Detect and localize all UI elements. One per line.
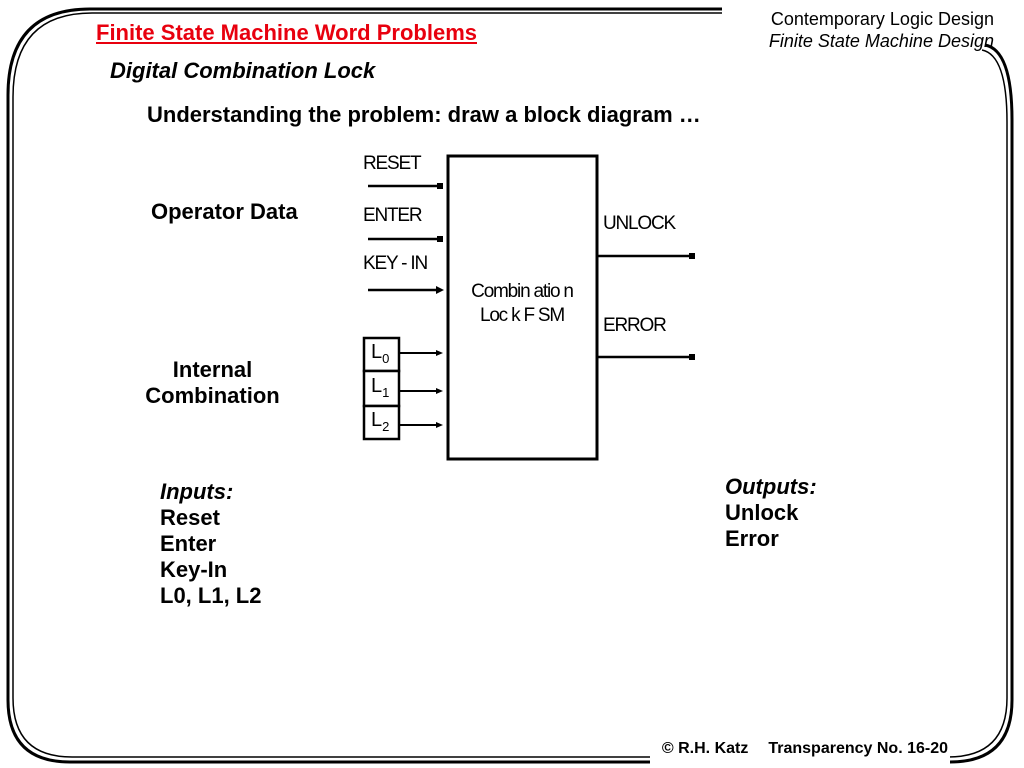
inputs-title: Inputs: (160, 479, 234, 504)
signal-unlock: UNLOCK (603, 213, 676, 234)
list-item: Key-In (160, 557, 228, 582)
operator-data-label: Operator Data (151, 199, 298, 224)
internal-label-line1: Internal (172, 357, 253, 382)
enter-arrow (368, 236, 443, 242)
l0-arrow (399, 350, 443, 356)
signal-reset: RESET (363, 153, 422, 174)
slide-subtitle: Digital Combination Lock (110, 58, 376, 83)
register-l0-label: L0 (371, 341, 390, 366)
l2-arrow (399, 422, 443, 428)
list-item: Enter (160, 531, 217, 556)
outputs-list: Outputs: Unlock Error (725, 474, 817, 552)
register-l1-label: L1 (371, 375, 390, 400)
l1-arrow (399, 388, 443, 394)
list-item: Reset (160, 505, 220, 530)
slide-title: Finite State Machine Word Problems (96, 20, 477, 45)
list-item: L0, L1, L2 (160, 583, 262, 608)
reset-arrow (368, 183, 443, 189)
fsm-block-label: Combin atio n Loc k F SM (452, 280, 592, 328)
fsm-label-line1: Combin atio n (471, 281, 574, 302)
register-l2-label: L2 (371, 409, 390, 434)
book-title: Contemporary Logic Design (770, 9, 994, 29)
footer: © R.H. Katz Transparency No. 16-20 (662, 740, 948, 758)
signal-key-in: KEY - IN (363, 253, 428, 274)
internal-combination-label: Internal Combination (130, 357, 295, 409)
copyright: © R.H. Katz (661, 740, 749, 757)
list-item: Error (725, 526, 779, 551)
fsm-label-line2: Loc k F SM (479, 305, 565, 326)
list-item: Unlock (725, 500, 799, 525)
signal-enter: ENTER (363, 205, 423, 226)
course-header: Contemporary Logic Design Finite State M… (769, 8, 994, 52)
error-arrow (597, 354, 695, 360)
chapter-title: Finite State Machine Design (768, 31, 994, 51)
section-heading: Understanding the problem: draw a block … (147, 102, 701, 127)
register-l2 (362, 404, 401, 441)
inputs-list: Inputs: Reset Enter Key-In L0, L1, L2 (160, 479, 261, 609)
internal-label-line2: Combination (145, 383, 280, 408)
fsm-block (446, 154, 599, 461)
unlock-arrow (597, 253, 695, 259)
key-in-arrow (368, 286, 444, 294)
outputs-title: Outputs: (725, 474, 817, 499)
signal-error: ERROR (603, 315, 667, 336)
page-number: Transparency No. 16-20 (768, 740, 948, 757)
register-l1 (362, 369, 401, 408)
